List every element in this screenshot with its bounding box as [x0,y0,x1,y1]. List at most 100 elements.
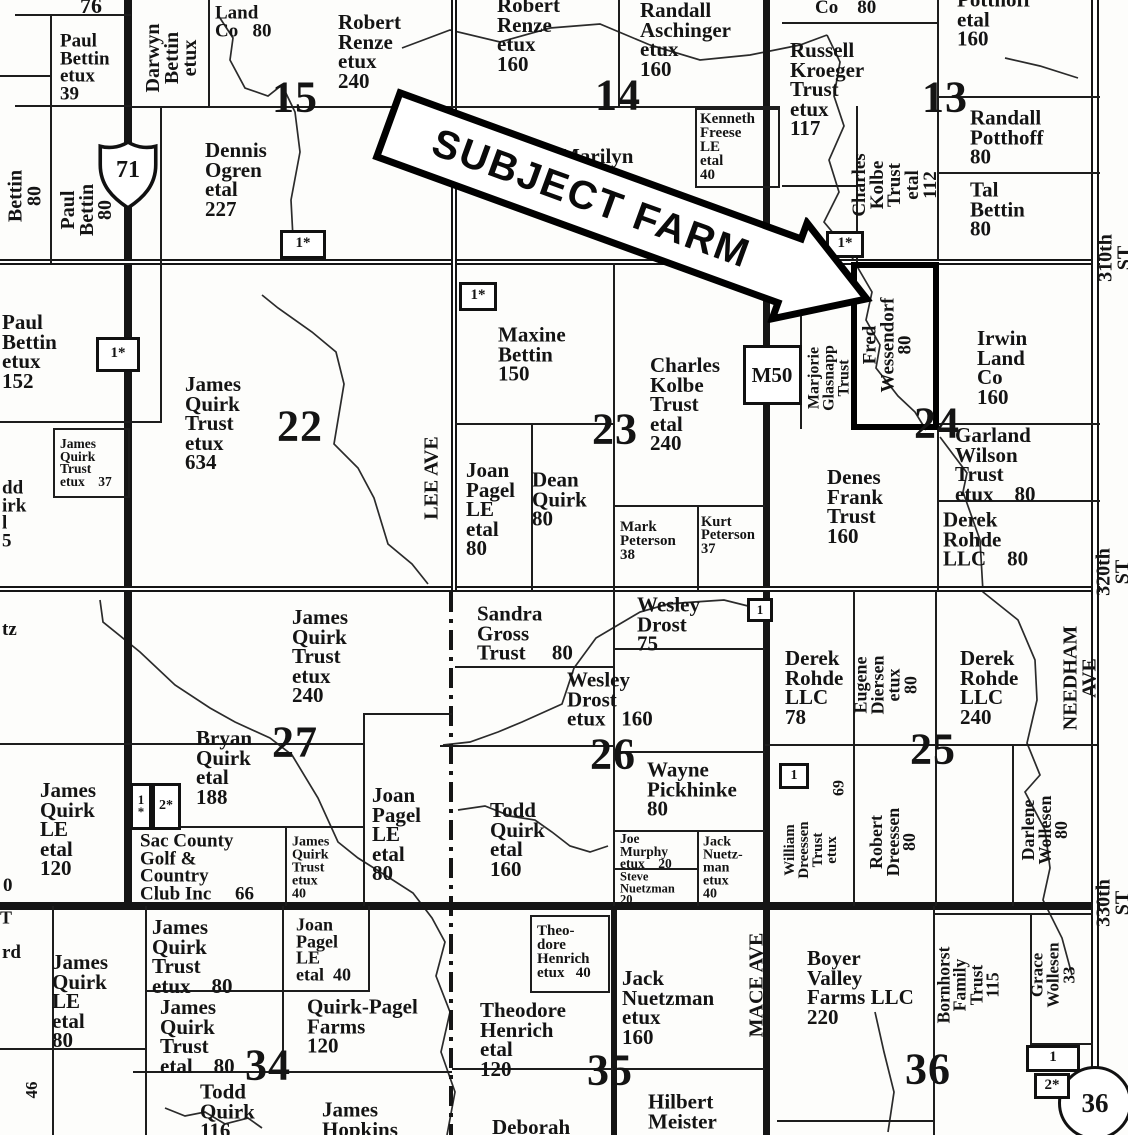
parcel-boundary [131,826,363,828]
parcel-grace-wollesen-33: Grace Wollesen 33 [1027,942,1078,1008]
parcel-dennis-ogren-227: Dennis Ogren etal 227 [205,137,267,221]
parcel-boundary [363,713,452,715]
street-330th-st: 330th ST [1092,879,1128,927]
parcel-marjorie-glasnapp: Marjorie Glasnapp Trust [805,345,853,411]
parcel-boundary [133,1071,452,1073]
parcel-paul-bettin-152: Paul Bettin etux 152 [2,309,57,393]
parcel-joan-pagel-40: Joan Pagel LE etal 40 [296,914,351,985]
line-dash-dot [449,592,453,1135]
parcel-garland-wilson-80: Garland Wilson Trust etux 80 [955,422,1036,506]
parcel-boundary [937,429,939,591]
parcel-mark-peterson-38: Mark Peterson 38 [620,519,676,563]
parcel-irwin-land-160: Irwin Land Co 160 [977,325,1028,409]
parcel-boundary [0,75,50,77]
parcel-boyer-valley-220: Boyer Valley Farms LLC 220 [807,945,914,1029]
parcel-james-quirk-240: James Quirk Trust etux 240 [292,605,348,708]
parcel-hilbert-meister: Hilbert Meister [648,1089,717,1133]
section-35: 35 [587,1045,633,1095]
parcel-boundary [782,185,856,187]
parcel-boundary [530,991,610,993]
parcel-boundary [363,713,365,906]
parcel-boundary [618,0,620,106]
parcel-wesley-drost-75: Wesley Drost 75 [637,592,700,656]
parcel-charles-kolbe-240: Charles Kolbe Trust etal 240 [650,353,720,456]
creek-line [99,599,456,1135]
parcel-boundary [937,96,1100,98]
creek-line [939,436,1073,976]
parcel-boundary [615,830,765,832]
ref-box-1star-e: 1 * [130,782,152,830]
subject-farm-banner: SUBJECT FARM [365,70,892,353]
parcel-land-co-80: Land Co 80 [215,2,272,41]
label-69: 69 [830,780,848,796]
parcel-randall-aschinger-160: Randall Aschinger etux 160 [640,0,731,81]
frag-t: T [0,907,13,928]
parcel-boundary [765,744,1017,746]
parcel-jack-nuetzman-40: Jack Nuetz- man etux 40 [703,834,743,902]
parcel-boundary [1030,1043,1093,1045]
parcel-boundary [131,106,455,108]
frag-todd-quirk: dd irk l 5 [2,477,27,552]
parcel-boundary [933,906,935,1135]
creek-line [217,14,301,263]
frag-co-80: Co 80 [815,0,877,19]
parcel-james-quirk-120: James Quirk LE etal 120 [40,778,96,881]
parcel-boundary [615,505,765,507]
parcel-jack-nuetzman-160: Jack Nuetzman etux 160 [622,965,715,1049]
street-310th-st: 310th ST [1094,234,1128,282]
parcel-boundary [0,421,160,423]
ref-box-1star-d: 1* [459,281,497,311]
parcel-joan-pagel-80-s27: Joan Pagel LE etal 80 [372,783,421,886]
parcel-boundary [128,428,130,498]
parcel-sandra-gross-80: Sandra Gross Trust 80 [477,601,573,665]
parcel-james-quirk-37: James Quirk Trust etux 37 [60,435,112,489]
parcel-quirk-pagel-120: Quirk-Pagel Farms 120 [307,994,418,1058]
subject-farm-arrow-icon [372,88,873,324]
parcel-boundary [939,423,1100,425]
creek-line [261,294,429,585]
ref-box-1-a: 1 [747,598,773,622]
parcel-boundary [145,906,147,1135]
parcel-potthoff-160: Potthoff etal 160 [957,0,1030,51]
parcel-boundary [368,906,370,992]
parcel-william-dreessen: William Dreessen Trust etux [782,821,840,879]
creek-line [874,1011,895,1133]
parcel-derek-rohde-78: Derek Rohde LLC 78 [785,645,844,729]
parcel-boundary [282,906,284,1073]
parcel-james-quirk-etux-80: James Quirk Trust etux 80 [152,914,233,998]
parcel-boundary [455,423,615,425]
parcel-joan-pagel-80: Joan Pagel LE etal 80 [466,458,515,561]
parcel-robert-dreessen-80: Robert Dreessen 80 [865,807,920,877]
road-330th-st [0,902,1100,910]
frag-0: 0 [3,875,13,897]
parcel-boundary [613,648,765,650]
parcel-denes-frank-160: Denes Frank Trust 160 [827,464,884,548]
subject-farm-outline [851,262,939,430]
street-mace-ave: MACE AVE [745,932,768,1038]
parcel-bryan-quirk-188: Bryan Quirk etal 188 [196,725,253,809]
parcel-boundary [53,496,130,498]
ref-box-1-b: 1 [779,763,809,789]
parcel-boundary [856,106,858,263]
parcel-deborah: Deborah [492,1115,571,1135]
ref-box-2star-b: 2* [151,782,181,830]
parcel-boundary [939,500,1100,502]
parcel-todd-quirk-160: Todd Quirk etal 160 [490,797,545,881]
parcel-boundary [147,990,368,992]
section-34: 34 [245,1040,291,1090]
section-36: 36 [905,1044,951,1094]
parcel-theodore-henrich-120: Theodore Henrich etal 120 [480,997,566,1081]
us-71-route-number: 71 [116,156,140,183]
parcel-steve-nuetzman-20: Steve Nuetzman 20 [620,869,675,907]
ref-box-1star-a: 1* [280,229,326,259]
parcel-eugene-diersen-80: Eugene Diersen etux 80 [850,655,921,715]
parcel-kenneth-freese-40: Kenneth Freese LE etal 40 [700,111,756,183]
parcel-boundary [613,591,615,906]
road-310th-st [0,259,1100,265]
parcel-wesley-drost-160: Wesley Drost etux 160 [567,667,653,731]
parcel-boundary [285,826,287,906]
parcel-boundary [697,505,699,591]
parcel-tal-bettin-80: Tal Bettin 80 [970,177,1025,241]
parcel-bettin-80: Bettin 80 [4,169,45,223]
